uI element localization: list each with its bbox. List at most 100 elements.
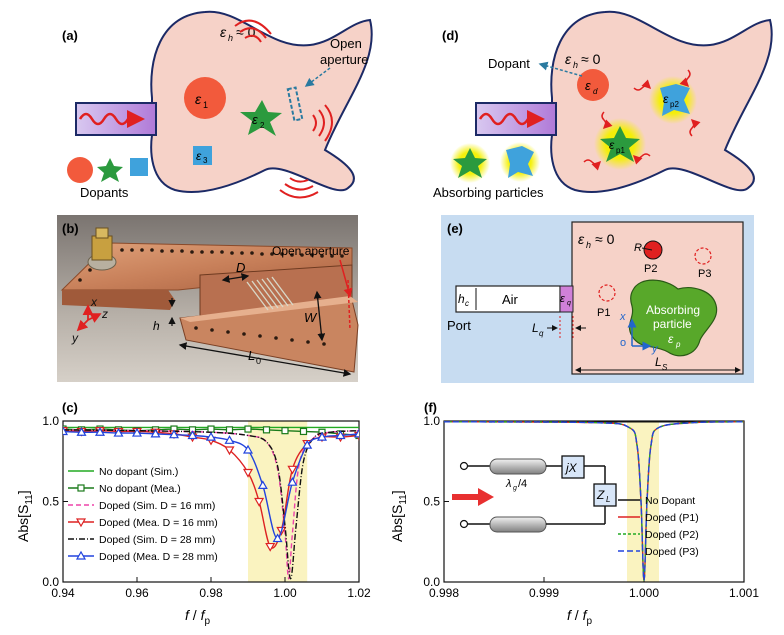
chart-c-legend-label: Doped (Mea. D = 28 mm) bbox=[99, 551, 218, 563]
eps-p-label: ε bbox=[668, 332, 674, 346]
dopant-eps1 bbox=[184, 77, 226, 119]
dimension-D: D bbox=[236, 260, 245, 275]
air-label: Air bbox=[502, 292, 519, 307]
dopant-eps3 bbox=[193, 146, 212, 165]
eps2-label: ε bbox=[252, 112, 258, 127]
dimension-h: h bbox=[153, 319, 160, 333]
absorption-arrows-d bbox=[583, 69, 701, 171]
panel-c-label: (c) bbox=[62, 400, 78, 415]
hc-label: h bbox=[458, 292, 465, 306]
probe-p3 bbox=[694, 247, 712, 265]
dimension-L0: L bbox=[248, 348, 255, 363]
load-box bbox=[593, 483, 617, 507]
chart-f-ytick-label: 1.0 bbox=[423, 414, 440, 428]
eps-p1-label: ε bbox=[609, 138, 615, 152]
particle-p2 bbox=[660, 84, 690, 116]
chart-c-data-point bbox=[225, 426, 234, 434]
chart-c-ytick-label: 0.0 bbox=[42, 575, 59, 589]
absorbing-particle-line1: Absorbing bbox=[646, 303, 700, 317]
chart-c-data-point bbox=[299, 427, 308, 436]
eps-d-sub: d bbox=[593, 87, 598, 96]
chart-c-legend-label: No dopant (Mea.) bbox=[99, 483, 181, 495]
chart-c-ytick-label: 0.5 bbox=[42, 495, 59, 509]
chart-c-data-point bbox=[287, 476, 298, 486]
input-arrow bbox=[452, 488, 494, 506]
sma-connector-body bbox=[91, 235, 113, 261]
chart-c-legend-marker bbox=[75, 550, 87, 560]
R-label: R bbox=[634, 242, 642, 254]
chart-c-legend-marker bbox=[75, 518, 87, 528]
reactance-box bbox=[561, 455, 585, 479]
eps-p1-sub: p1 bbox=[616, 146, 625, 155]
eps-h-value-e: ≈ 0 bbox=[595, 231, 615, 247]
chart-f-legend-label: Doped (P2) bbox=[645, 529, 699, 541]
chart-c-data-point bbox=[207, 425, 215, 433]
port-label: Port bbox=[447, 318, 471, 333]
chart-c-legend-label: No dopant (Sim.) bbox=[99, 466, 178, 478]
panel-a-label: (a) bbox=[62, 28, 78, 43]
eps-h-sub-d: h bbox=[573, 60, 578, 70]
chart-c-data-point bbox=[257, 480, 268, 489]
chart-c-data-point bbox=[94, 427, 106, 436]
panel-a: (a) ε 1 ε 2 ε 3 ε h ≈ 0 Open aperture Do… bbox=[62, 10, 373, 200]
origin-o: o bbox=[620, 337, 626, 349]
chart-c-data-point bbox=[76, 427, 87, 436]
terminal-bottom bbox=[459, 519, 469, 529]
chart-c-data-point bbox=[353, 428, 359, 438]
chart-f-xtick-label: 1.001 bbox=[729, 586, 759, 600]
eps1-sub: 1 bbox=[203, 100, 208, 110]
absorbing-particle-line2: particle bbox=[653, 317, 692, 331]
wave-a bbox=[78, 112, 130, 126]
eps-h-label-e: ε bbox=[578, 231, 585, 247]
chart-c-data-point bbox=[205, 431, 217, 441]
chart-f-ylabel: Abs[S11] bbox=[389, 490, 409, 542]
copper-wall-top bbox=[180, 296, 358, 322]
dopant-label: Dopant bbox=[488, 56, 530, 71]
chart-c-data-point bbox=[242, 444, 254, 454]
P1-label: P1 bbox=[597, 307, 610, 319]
Lq-label: L bbox=[532, 321, 539, 335]
chart-f-legend-label: Doped (P3) bbox=[645, 546, 699, 558]
eps-h-sub: h bbox=[228, 33, 233, 43]
dimension-W: W bbox=[304, 310, 318, 325]
chart-f-xtick-label: 1.000 bbox=[629, 586, 659, 600]
quarter-wave-ratio: /4 bbox=[518, 478, 527, 490]
chart-f-ytick-label: 0.0 bbox=[423, 575, 440, 589]
radiation-arcs-a bbox=[234, 19, 333, 199]
eps-h-label: ε bbox=[220, 24, 227, 40]
chart-c-data-point bbox=[63, 426, 69, 436]
chart-c-xtick-label: 0.98 bbox=[199, 586, 223, 600]
sma-connector-tip bbox=[95, 227, 109, 239]
aperture-edge-b bbox=[347, 279, 351, 331]
eps-p-sub: p bbox=[675, 340, 681, 349]
chart-c-legend-label: Doped (Mea. D = 16 mm) bbox=[99, 517, 218, 529]
chart-c-xtick-label: 1.02 bbox=[347, 586, 371, 600]
legend-particle-blue bbox=[506, 146, 534, 178]
chart-c-series-line bbox=[63, 429, 359, 580]
quarter-wave-sub: g bbox=[513, 485, 517, 492]
chart-c-legend: No dopant (Sim.)No dopant (Mea.)Doped (S… bbox=[68, 466, 218, 563]
transmission-line-bottom bbox=[489, 516, 547, 533]
load-label: Z bbox=[596, 488, 605, 502]
hc-sub: c bbox=[465, 299, 469, 308]
eps3-sub: 3 bbox=[203, 156, 208, 165]
axes-triad-b bbox=[76, 304, 102, 332]
open-aperture-b-label: Open aperture bbox=[272, 244, 350, 258]
axis-y-e: y bbox=[651, 343, 659, 355]
chart-c-data-point bbox=[262, 426, 271, 434]
chart-c-data-point bbox=[242, 468, 254, 478]
chart-c-data-point bbox=[224, 435, 235, 444]
chart-c-xtick-label: 0.94 bbox=[51, 586, 75, 600]
open-aperture-line1: Open bbox=[330, 36, 362, 51]
terminal-top bbox=[459, 461, 469, 471]
legend-dopant-square bbox=[130, 158, 148, 176]
legend-dopant-star bbox=[97, 158, 123, 182]
eps-d-label: ε bbox=[585, 78, 591, 93]
transmission-line-top bbox=[489, 458, 547, 475]
aperture-a bbox=[286, 86, 304, 122]
